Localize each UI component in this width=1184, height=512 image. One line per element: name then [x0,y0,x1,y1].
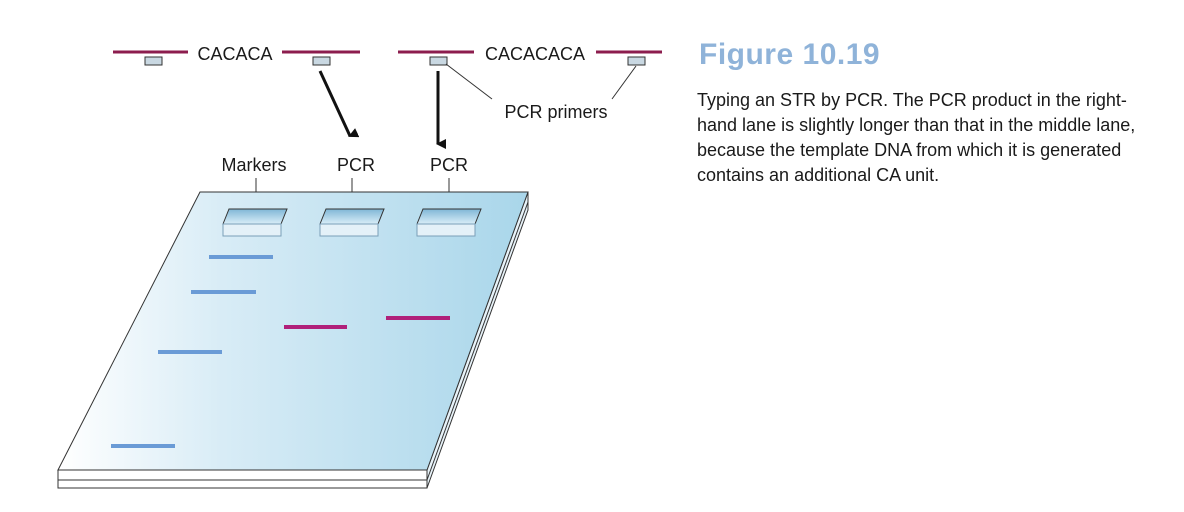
lane-label-markers: Markers [221,155,286,175]
gel-slab [57,191,529,489]
str-pcr-diagram: CACACA CACACACA PCR primers Markers PCR … [57,44,662,489]
dna-template-left: CACACA [113,44,360,66]
well-pcr-middle [319,208,385,237]
primers-label: PCR primers [504,102,607,122]
lane-label-pcr-right: PCR [430,155,468,175]
well-pcr-right [416,208,482,237]
arrow-to-middle-lane [318,70,360,138]
primer-left-forward [144,56,163,66]
lane-label-pcr-middle: PCR [337,155,375,175]
primer-right-reverse [627,56,646,66]
repeat-label-left: CACACA [197,44,272,64]
primer-right-forward [429,56,448,66]
figure-caption-block: Figure 10.19 Typing an STR by PCR. The P… [697,38,1137,188]
repeat-label-right: CACACACA [485,44,585,64]
dna-template-right: CACACACA [398,44,662,66]
figure-title: Figure 10.19 [699,38,881,71]
primer-left-reverse [312,56,331,66]
figure-caption: Typing an STR by PCR. The PCR product in… [697,90,1136,185]
primers-callout: PCR primers [445,63,637,122]
well-markers [222,208,288,237]
